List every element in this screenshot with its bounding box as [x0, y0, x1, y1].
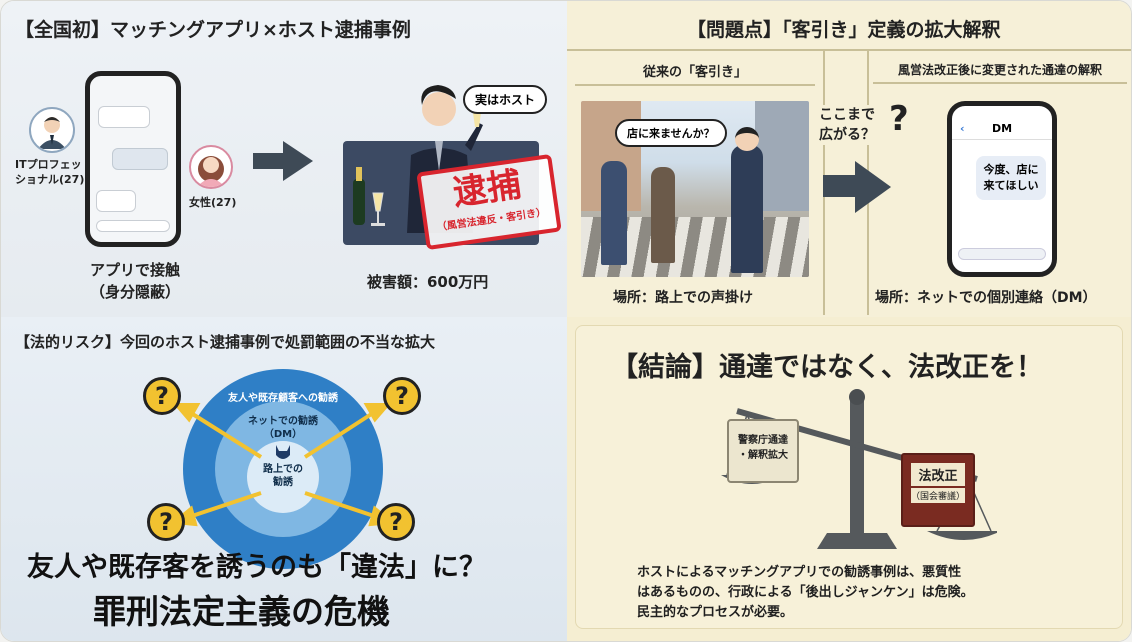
woman-label: 女性(27) — [189, 196, 237, 209]
ring-inner-label: 路上での 勧誘 — [247, 463, 319, 489]
phone-icon — [85, 71, 181, 247]
dm-phone: ‹ DM 今度、店に来てほしい — [947, 101, 1057, 277]
inner-card — [575, 325, 1123, 629]
dm-input-bar — [958, 248, 1046, 260]
speech-bubble: 実はホスト — [463, 85, 548, 114]
body-line1: ホストによるマッチングアプリでの勧誘事例は、悪質性 — [637, 565, 962, 580]
woman-icon — [189, 145, 233, 189]
person-label: ITプロフェッ ショナル(27) — [15, 157, 84, 187]
right-heading: 風営法改正後に変更された通達の解釈 — [873, 61, 1127, 84]
ring-outer-label: 友人や既存顧客への勧誘 — [228, 393, 338, 404]
question-icon: ? — [143, 377, 181, 415]
caption: アプリで接触 （身分隠蔽） — [65, 259, 205, 303]
left-caption: 場所：路上での声掛け — [613, 290, 753, 306]
body-line3: 民主的なプロセスが必要。 — [637, 605, 794, 620]
dm-header: ‹ DM — [952, 122, 1052, 140]
tout-figure — [731, 145, 763, 273]
back-chevron-icon: ‹ — [960, 122, 965, 135]
question-icon: ? — [889, 99, 909, 139]
ring-middle-line1: ネットでの勧誘 — [248, 416, 318, 427]
right-caption: 場所：ネットでの個別連絡（DM） — [875, 290, 1097, 306]
scroll-line2: ・解釈拡大 — [738, 450, 788, 461]
arrow-right-icon — [253, 141, 313, 181]
divider — [567, 49, 1131, 51]
headline-primary: 友人や既存客を誘うのも「違法」に？ — [27, 552, 486, 583]
person-icon — [29, 107, 75, 153]
person-label-line2: ショナル(27) — [15, 173, 85, 186]
panel-definition-problem: 【問題点】「客引き」定義の拡大解釈 従来の「客引き」 風営法改正後に変更された通… — [567, 1, 1131, 317]
book-title: 法改正 — [911, 463, 965, 486]
panel-title: 【結論】通達ではなく、法改正を！ — [611, 352, 1043, 383]
law-book: 法改正 （国会審議） — [901, 453, 975, 527]
caption-line1: アプリで接触 — [89, 261, 180, 279]
conclusion-body: ホストによるマッチングアプリでの勧誘事例は、悪質性 はあるものの、行政による「後… — [637, 563, 1077, 623]
ring-middle-line2: （DM） — [263, 429, 303, 440]
chat-bubble — [112, 148, 168, 170]
chat-bubble — [96, 190, 136, 212]
headline-secondary: 罪刑法定主義の危機 — [93, 592, 390, 631]
panel-title: 【問題点】「客引き」定義の拡大解釈 — [687, 19, 1001, 41]
caption-line2: （身分隠蔽） — [89, 283, 180, 301]
panel-title: 【全国初】マッチングアプリ×ホスト逮捕事例 — [15, 19, 411, 41]
champagne-icon — [347, 157, 387, 237]
question-icon: ? — [147, 503, 185, 541]
devil-icon — [273, 445, 293, 461]
tout-head — [735, 127, 759, 151]
panel-arrest-case: 【全国初】マッチングアプリ×ホスト逮捕事例 ITプロフェッ ショナル(27) 女… — [1, 1, 567, 317]
street-speech: 店に来ませんか？ — [615, 119, 727, 147]
left-heading: 従来の「客引き」 — [575, 61, 815, 86]
middle-q-line1: ここまで — [819, 107, 875, 123]
scroll-line1: 警察庁通達 — [738, 435, 788, 446]
panel-conclusion: 【結論】通達ではなく、法改正を！ 警察庁通達 ・解釈拡大 法改正 （国会審議） — [567, 317, 1131, 641]
question-icon: ? — [377, 503, 415, 541]
ring-inner-line2: 勧誘 — [273, 477, 293, 488]
ring-inner-line1: 路上での — [263, 464, 303, 475]
dm-header-label: DM — [991, 122, 1013, 135]
middle-question: ここまで 広がる？ — [815, 105, 887, 145]
ring-middle-label: ネットでの勧誘 （DM） — [233, 415, 333, 441]
person-label-line1: ITプロフェッ — [15, 158, 82, 171]
dm-message: 今度、店に来てほしい — [976, 156, 1046, 200]
directive-scroll: 警察庁通達 ・解釈拡大 — [727, 419, 799, 483]
panel-legal-risk: 【法的リスク】今回のホスト逮捕事例で処罰範囲の不当な拡大 友人や既存顧客への勧誘… — [1, 317, 567, 641]
body-line2: はあるものの、行政による「後出しジャンケン」は危険。 — [637, 585, 974, 600]
middle-q-line2: 広がる？ — [819, 127, 875, 143]
arrow-right-icon — [823, 161, 893, 213]
damage-label: 被害額：600万円 — [367, 273, 489, 291]
chat-bubble — [98, 106, 150, 128]
question-icon: ? — [383, 377, 421, 415]
pedestrian — [601, 161, 627, 265]
panel-title: 【法的リスク】今回のホスト逮捕事例で処罰範囲の不当な拡大 — [15, 333, 436, 351]
pedestrian — [651, 167, 675, 263]
book-sub: （国会審議） — [911, 488, 965, 503]
building — [755, 101, 809, 211]
input-bar — [96, 220, 170, 232]
